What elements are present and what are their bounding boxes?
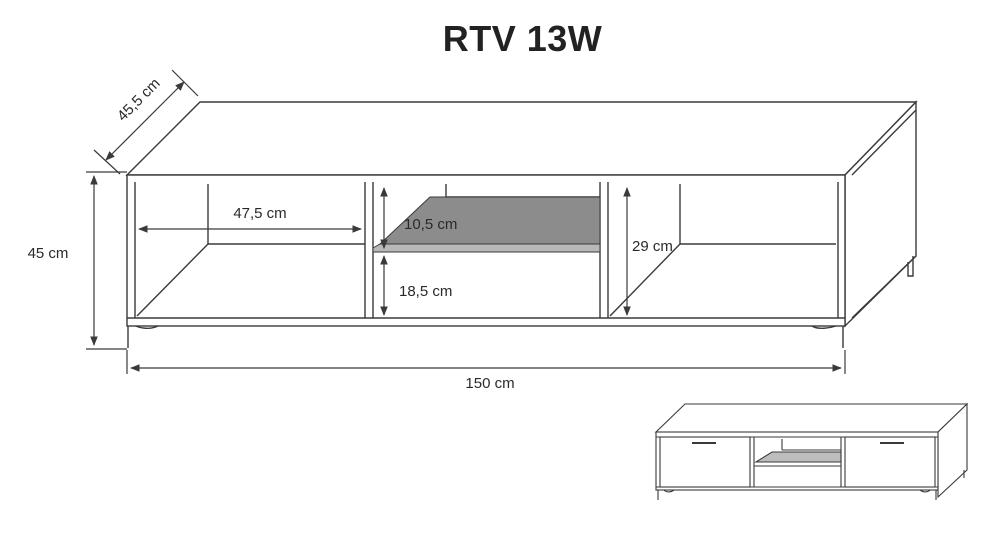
- right-height-label: 29 cm: [632, 238, 673, 255]
- front-left-leg: [127, 325, 159, 348]
- compartment-width-label: 47,5 cm: [233, 205, 286, 222]
- middle-upper-height-label: 10,5 cm: [404, 216, 457, 233]
- preview-cabinet: [654, 402, 969, 500]
- preview-right-door: [844, 436, 936, 488]
- back-right-leg: [907, 256, 914, 277]
- preview-glass-shelf: [754, 451, 842, 463]
- height-label: 45 cm: [28, 245, 69, 262]
- front-right-leg: [811, 325, 844, 348]
- product-title: RTV 13W: [442, 18, 603, 59]
- middle-lower-height-label: 18,5 cm: [399, 283, 452, 300]
- cabinet-top-surface: [125, 101, 918, 176]
- depth-label: 45,5 cm: [114, 75, 164, 125]
- width-label: 150 cm: [465, 375, 514, 392]
- preview-left-door: [659, 436, 751, 488]
- depth-dimension-line: [105, 81, 185, 161]
